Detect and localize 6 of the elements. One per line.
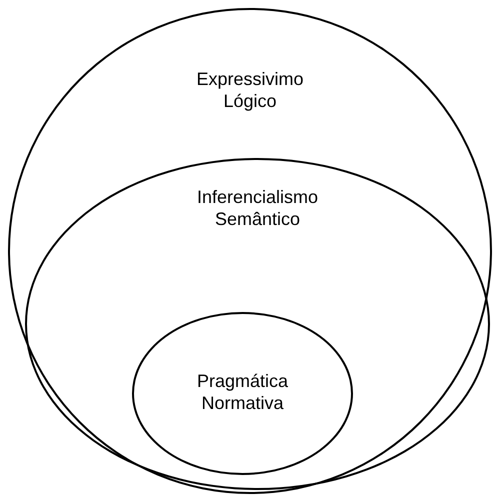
- set-label: Pragmática Normativa: [196, 370, 290, 414]
- set-ellipse: [25, 158, 490, 490]
- set-label: Expressivimo Lógico: [195, 68, 305, 112]
- set-ellipse: [132, 312, 353, 475]
- set-label: Inferencialismo Semântico: [196, 186, 320, 230]
- set-ellipse: [8, 8, 492, 494]
